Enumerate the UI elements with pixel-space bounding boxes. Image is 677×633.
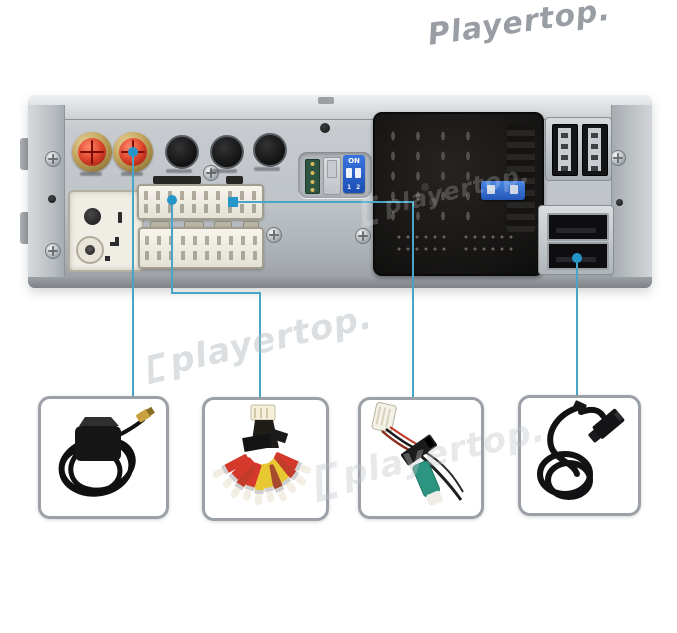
screw-icon bbox=[266, 227, 282, 243]
round-av-port-icon bbox=[165, 135, 199, 169]
watermark-text: Playertop. bbox=[425, 0, 613, 53]
connector-bump bbox=[421, 183, 429, 191]
port-label-text bbox=[166, 169, 192, 173]
white-harness-connector-upper bbox=[137, 184, 264, 220]
chassis-bottom-edge bbox=[28, 277, 652, 288]
usb-port-icon bbox=[582, 124, 608, 176]
gps-coax-socket-icon bbox=[76, 236, 104, 264]
chassis-hole bbox=[48, 195, 56, 203]
gps-module bbox=[75, 426, 121, 461]
sma-connector bbox=[136, 406, 155, 423]
adapter-cable-icon bbox=[371, 402, 464, 506]
dual-usb-bracket bbox=[545, 117, 612, 181]
usb-female-connector bbox=[588, 408, 625, 443]
usb-port-icon bbox=[547, 242, 609, 270]
screw-icon bbox=[45, 151, 61, 167]
accessory-box-usb-cable bbox=[518, 395, 641, 516]
port-label-text bbox=[254, 167, 280, 171]
accessory-box-rca-harness bbox=[202, 397, 329, 521]
mount-tab bbox=[20, 138, 30, 170]
dip-on-label: ON bbox=[348, 157, 360, 165]
gps-power-socket-icon bbox=[68, 190, 144, 272]
gps-antenna-icon bbox=[58, 406, 155, 497]
dip-position-label: 2 bbox=[356, 184, 361, 191]
pin-dot-grid bbox=[462, 232, 514, 256]
usb-tongue bbox=[556, 257, 596, 262]
chassis-right-flange bbox=[611, 105, 652, 280]
slide-switch-icon bbox=[323, 157, 341, 195]
usb-tongue bbox=[558, 128, 571, 171]
dip-switch-recess: ON 1 2 bbox=[298, 152, 372, 198]
pin-row bbox=[145, 251, 257, 260]
watermark: playertop. bbox=[144, 296, 377, 388]
round-av-port-icon bbox=[210, 135, 244, 169]
black-connector bbox=[401, 434, 437, 466]
radio-antenna-jack-icon bbox=[72, 132, 112, 172]
connector-ridges bbox=[507, 124, 535, 232]
chassis-hole bbox=[616, 199, 623, 206]
chassis-top-face bbox=[28, 95, 652, 120]
usb-port-icon bbox=[552, 124, 578, 176]
dip-position-label: 1 bbox=[347, 184, 352, 191]
socket-round-hole bbox=[84, 208, 101, 225]
dip-switch-1 bbox=[346, 168, 352, 178]
socket-slot bbox=[115, 237, 119, 246]
playertop-logo-icon bbox=[148, 351, 165, 384]
usb-port-icon bbox=[547, 213, 609, 241]
pin-row bbox=[144, 204, 257, 213]
jack-slot bbox=[91, 140, 93, 164]
screw-icon bbox=[45, 243, 61, 259]
accessory-box-adapter-cable bbox=[358, 397, 484, 519]
socket-slot bbox=[105, 256, 110, 261]
chassis-vent-hole bbox=[320, 123, 330, 133]
dip-switch-icon: ON 1 2 bbox=[343, 155, 365, 193]
radio-antenna-jack-icon bbox=[113, 132, 153, 172]
side-usb-bracket bbox=[538, 205, 614, 275]
round-av-port-icon bbox=[253, 133, 287, 167]
usb-tongue bbox=[588, 128, 601, 171]
vent-slot bbox=[153, 176, 201, 184]
rca-av-harness-icon bbox=[212, 404, 311, 505]
usb-tongue bbox=[556, 228, 596, 233]
watermark: Playertop. bbox=[426, 0, 613, 53]
dip-switch-2 bbox=[355, 168, 361, 178]
pin-slot-grid bbox=[387, 127, 487, 227]
pin-dot-grid bbox=[395, 232, 447, 256]
rca-plug-fan bbox=[212, 452, 311, 505]
cable-clip bbox=[269, 428, 289, 444]
white-plug bbox=[371, 402, 397, 433]
chassis-top-notch bbox=[318, 97, 334, 104]
screw-icon bbox=[203, 165, 219, 181]
teal-connector bbox=[412, 460, 443, 506]
usb-plug-end bbox=[572, 400, 587, 413]
port-label-text bbox=[80, 172, 102, 176]
pin-row bbox=[144, 191, 257, 200]
usb-extension-cable-icon bbox=[537, 400, 625, 500]
socket-slot bbox=[110, 242, 119, 246]
pin-row bbox=[145, 236, 257, 245]
connector-bump bbox=[429, 198, 437, 206]
socket-slot bbox=[118, 212, 122, 223]
jack-slot bbox=[132, 140, 134, 164]
watermark-text: playertop. bbox=[165, 296, 377, 383]
port-label-text bbox=[211, 169, 237, 173]
screw-icon bbox=[355, 228, 371, 244]
vent-slot bbox=[226, 176, 243, 184]
tape-wrap bbox=[242, 433, 273, 452]
blade-fuse-icon bbox=[481, 181, 525, 200]
white-harness-connector-lower bbox=[138, 227, 264, 269]
accessory-box-gps-antenna bbox=[38, 396, 169, 519]
main-iso-connector-icon bbox=[373, 112, 544, 276]
port-label-text bbox=[121, 172, 143, 176]
pin-header-icon bbox=[305, 159, 320, 194]
mount-tab bbox=[20, 212, 30, 244]
screw-icon bbox=[610, 150, 626, 166]
